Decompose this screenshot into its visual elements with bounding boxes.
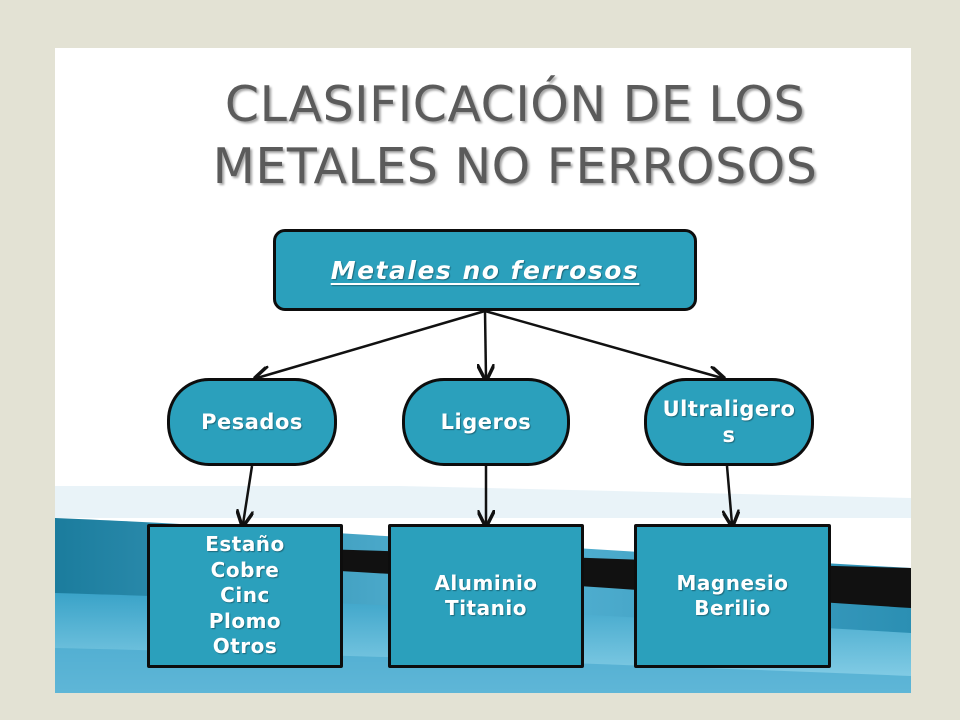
examples-box-ligeros: Aluminio Titanio: [388, 524, 584, 668]
category-node-ultraligeros: Ultraligeros: [644, 378, 814, 466]
arrow-root-to-ligeros: [485, 310, 486, 378]
title-line-2: METALES NO FERROSOS: [212, 138, 818, 195]
root-label: Metales no ferrosos: [330, 255, 640, 285]
category-label: Ligeros: [440, 410, 532, 434]
example-item: Berilio: [694, 596, 771, 620]
arrow-ultraligeros-to-examples: [727, 465, 732, 524]
category-label: Ultraligeros: [662, 397, 796, 447]
category-node-pesados: Pesados: [167, 378, 337, 466]
example-item: Magnesio: [676, 570, 789, 595]
arrow-root-to-ultraligeros: [484, 309, 722, 378]
example-item: Aluminio: [434, 570, 538, 595]
arrow-pesados-to-examples: [243, 465, 252, 524]
category-node-ligeros: Ligeros: [402, 378, 570, 466]
page-title: CLASIFICACIÓN DE LOS METALES NO FERROSOS: [155, 74, 875, 198]
example-item: Cinc: [220, 583, 270, 608]
example-item: Estaño: [205, 532, 285, 557]
slide: CLASIFICACIÓN DE LOS METALES NO FERROSOS…: [55, 48, 911, 693]
example-item: Titanio: [445, 596, 527, 620]
root-node: Metales no ferrosos: [273, 229, 697, 311]
examples-box-pesados: Estaño Cobre Cinc Plomo Otros: [147, 524, 343, 668]
title-line-1: CLASIFICACIÓN DE LOS: [224, 76, 806, 133]
example-item: Otros: [212, 634, 278, 659]
arrow-root-to-pesados: [257, 309, 486, 378]
examples-box-ultraligeros: Magnesio Berilio: [634, 524, 831, 668]
connectors: [55, 309, 911, 693]
category-label: Pesados: [201, 410, 303, 434]
example-item: Plomo: [208, 608, 282, 633]
example-item: Cobre: [210, 557, 280, 582]
